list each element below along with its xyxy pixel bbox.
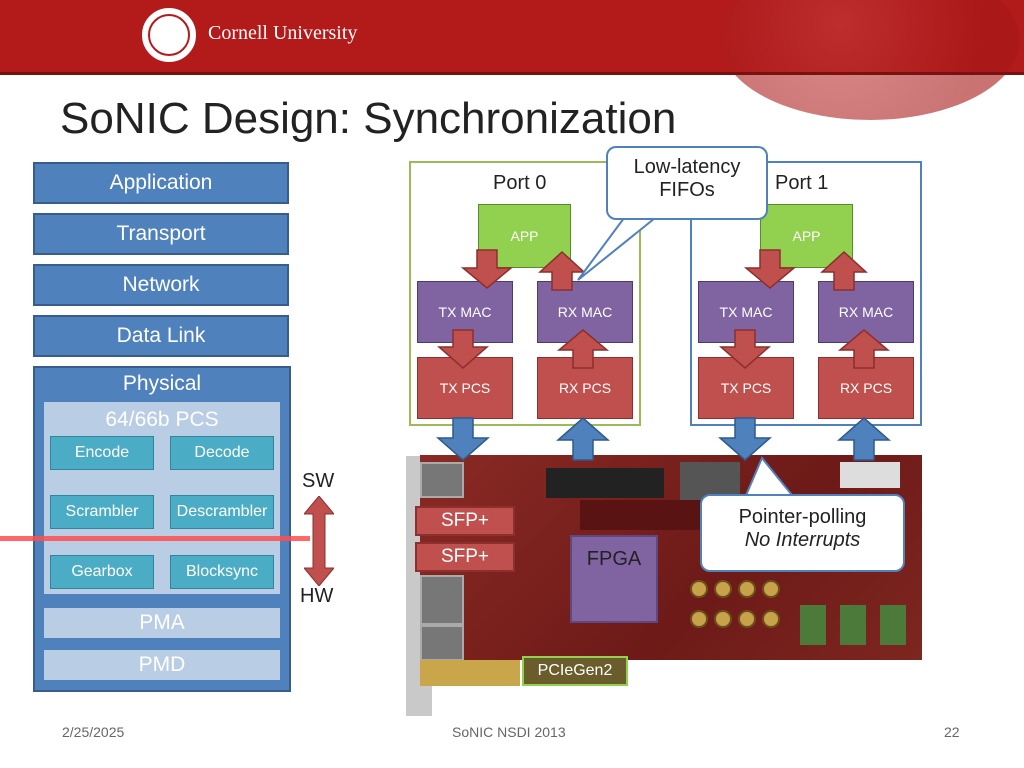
down-arrow-icon xyxy=(460,249,514,289)
board-sma-connector xyxy=(690,610,708,628)
cornell-seal-ring xyxy=(148,14,190,56)
layer-network: Network xyxy=(33,264,289,306)
sfp-port-0: SFP+ xyxy=(415,506,515,536)
fifos-callout-line2: FIFOs xyxy=(659,179,715,201)
board-port xyxy=(420,462,464,498)
up-arrow-icon xyxy=(556,329,610,369)
brand-name: Cornell University xyxy=(208,22,358,44)
pcs-label: 64/66b PCS xyxy=(105,408,219,431)
down-arrow-icon xyxy=(743,249,797,289)
up-arrow-icon xyxy=(837,329,891,369)
board-component xyxy=(880,605,906,645)
port-0-title: Port 0 xyxy=(493,172,547,194)
board-connector xyxy=(546,468,664,498)
down-arrow-icon xyxy=(437,329,489,369)
sw-label: SW xyxy=(302,470,335,492)
board-sma-connector xyxy=(762,580,780,598)
layer-transport: Transport xyxy=(33,213,289,255)
footer-date: 2/25/2025 xyxy=(62,724,125,740)
board-sma-connector xyxy=(762,610,780,628)
board-sma-connector xyxy=(714,610,732,628)
board-sma-connector xyxy=(738,580,756,598)
fpga-chip: FPGA xyxy=(570,535,658,623)
board-pcie-edge xyxy=(420,660,520,686)
up-arrow-icon xyxy=(837,417,891,461)
header-divider xyxy=(0,72,1024,75)
polling-callout-line1: Pointer-polling xyxy=(738,506,867,528)
down-arrow-icon xyxy=(718,417,772,461)
polling-callout-line2: No Interrupts xyxy=(744,529,861,551)
up-arrow-icon xyxy=(538,250,586,291)
board-connector-white xyxy=(840,462,900,488)
gearbox-block: Gearbox xyxy=(50,555,154,589)
port-1-rx-pcs: RX PCS xyxy=(818,357,914,419)
layer-application: Application xyxy=(33,162,289,204)
port-1-title: Port 1 xyxy=(775,172,829,194)
encode-block: Encode xyxy=(50,436,154,470)
board-sma-connector xyxy=(714,580,732,598)
board-component xyxy=(800,605,826,645)
pcie-label: PCIeGen2 xyxy=(522,656,628,686)
footer-center-text: SoNIC NSDI 2013 xyxy=(452,724,566,740)
up-arrow-icon xyxy=(820,250,868,291)
down-arrow-icon xyxy=(436,417,490,461)
board-component xyxy=(840,605,866,645)
port-0-tx-pcs: TX PCS xyxy=(417,357,513,419)
sfp-port-1: SFP+ xyxy=(415,542,515,572)
sw-hw-boundary-line xyxy=(0,536,310,541)
up-arrow-icon xyxy=(556,417,610,461)
port-0-tx-mac: TX MAC xyxy=(417,281,513,343)
polling-callout: Pointer-polling No Interrupts xyxy=(700,494,905,572)
board-sma-connector xyxy=(690,580,708,598)
scrambler-block: Scrambler xyxy=(50,495,154,529)
slide-number: 22 xyxy=(944,724,960,740)
decode-block: Decode xyxy=(170,436,274,470)
physical-label: Physical xyxy=(122,372,202,395)
down-arrow-icon xyxy=(719,329,771,369)
board-sma-connector xyxy=(738,610,756,628)
pma-sublayer: PMA xyxy=(42,606,282,640)
layer-data-link: Data Link xyxy=(33,315,289,357)
pmd-sublayer: PMD xyxy=(42,648,282,682)
slide-title: SoNIC Design: Synchronization xyxy=(60,94,677,143)
fifos-callout-line1: Low-latency xyxy=(633,156,741,178)
descrambler-block: Descrambler xyxy=(170,495,274,529)
board-port xyxy=(420,575,464,625)
blocksync-block: Blocksync xyxy=(170,555,274,589)
sw-hw-double-arrow-icon xyxy=(304,496,334,586)
fifos-callout: Low-latency FIFOs xyxy=(606,146,768,220)
hw-label: HW xyxy=(300,585,334,607)
